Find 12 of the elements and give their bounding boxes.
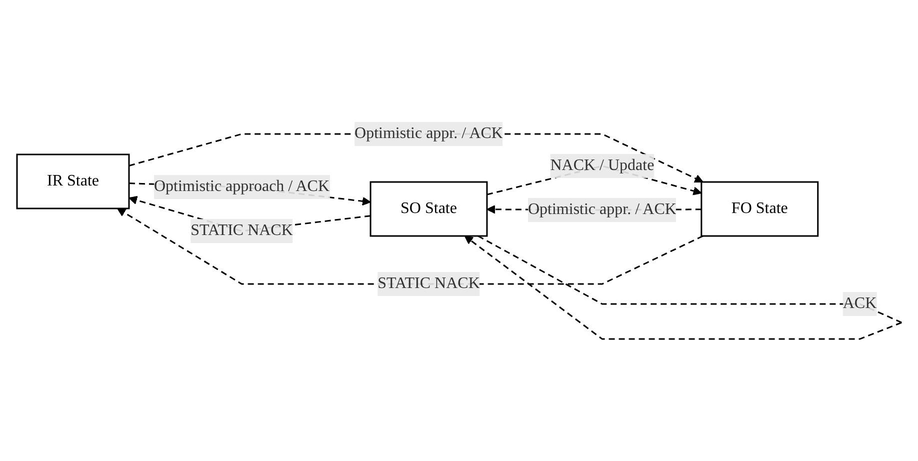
arrow bbox=[128, 133, 703, 183]
node-box: SO State bbox=[369, 181, 488, 237]
edge-label: STATIC NACK bbox=[377, 274, 480, 292]
edge-label: ACK bbox=[842, 294, 876, 312]
edge-label: Optimistic appr. / ACK bbox=[528, 200, 676, 218]
edge-label: NACK / Update bbox=[550, 156, 654, 174]
edge-label: Optimistic appr. / ACK bbox=[354, 124, 503, 142]
edge-label: STATIC NACK bbox=[190, 222, 292, 239]
node-box: IR State bbox=[16, 154, 130, 210]
arrow bbox=[116, 208, 703, 285]
node-box: FO State bbox=[700, 181, 818, 237]
edge-label: Optimistic approach / ACK bbox=[154, 178, 330, 195]
